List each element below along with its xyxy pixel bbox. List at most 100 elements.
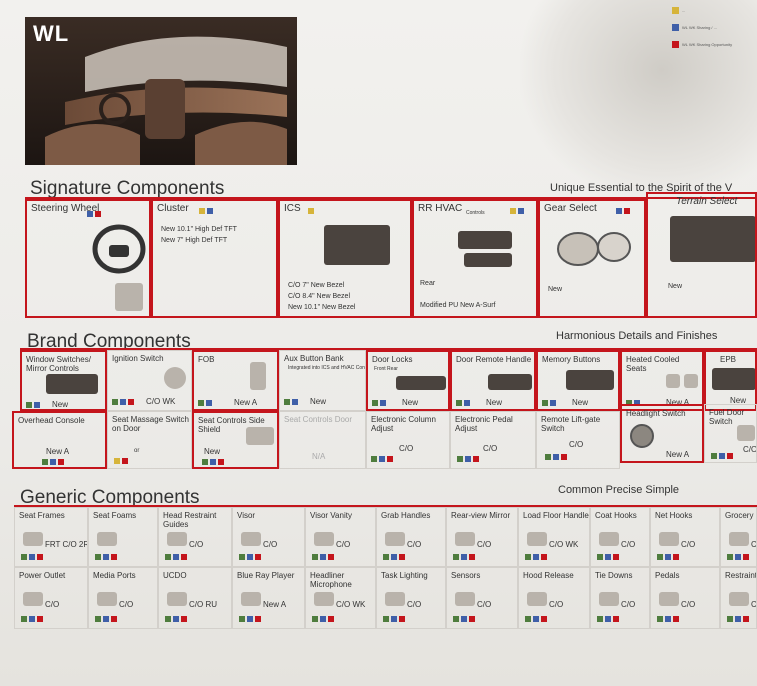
- legend-text: ...: [682, 8, 686, 13]
- cell-label: Load Floor Handle: [523, 511, 589, 520]
- brand-cell-fuel-door-switch: Fuel Door Switch C/O: [704, 404, 757, 463]
- cell-label: Memory Buttons: [542, 355, 601, 364]
- cell-label: Headliner Microphone: [310, 571, 352, 589]
- cell-status: New A: [666, 398, 690, 407]
- headlight-knob-icon: [630, 424, 654, 448]
- status-squares: [284, 399, 298, 405]
- cell-label: Grab Handles: [381, 511, 431, 520]
- cell-note: New: [548, 286, 563, 293]
- status-squares: [371, 456, 393, 462]
- status-squares: [165, 554, 187, 560]
- brand-cell-electronic-pedal-adjust: Electronic Pedal Adjust C/O: [450, 411, 536, 469]
- legend-swatch: [672, 24, 679, 31]
- ics-screen-thumbnail: [324, 225, 390, 265]
- cell-status: C/O: [189, 540, 204, 549]
- brand-cell-epb: EPB New: [704, 350, 757, 411]
- component-thumbnail: [566, 370, 614, 390]
- cell-status: New A: [234, 398, 258, 407]
- component-thumbnail: [385, 592, 405, 606]
- signature-cell-terrain-select: Terrain Select New: [646, 192, 757, 318]
- status-squares: [114, 458, 128, 464]
- component-thumbnail: [97, 592, 117, 606]
- cell-status: New: [310, 397, 327, 406]
- brand-tagline: Harmonious Details and Finishes: [556, 330, 718, 342]
- cell-label: Seat Massage Switch on Door: [112, 415, 189, 433]
- cell-status: New: [572, 398, 589, 407]
- cell-note: New: [668, 283, 683, 290]
- component-thumbnail: [455, 532, 475, 546]
- generic-tagline: Common Precise Simple: [558, 484, 680, 496]
- cell-label: Coat Hooks: [595, 511, 637, 520]
- status-squares: [456, 400, 470, 406]
- cell-label: Hood Release: [523, 571, 574, 580]
- cell-sublabel: Integrated into ICS and HVAC Control: [288, 365, 366, 371]
- cell-status: New: [204, 447, 221, 456]
- component-thumbnail: [23, 532, 43, 546]
- section-divider: [14, 505, 757, 507]
- component-thumbnail: [527, 592, 547, 606]
- hvac-panel-thumbnail: [464, 253, 512, 267]
- cell-label: Terrain Select: [676, 196, 738, 207]
- generic-cell: Seat Foams: [88, 507, 158, 567]
- component-thumbnail: [599, 532, 619, 546]
- legend-row: ...: [672, 4, 757, 17]
- component-thumbnail: [684, 374, 698, 388]
- cell-label: Headlight Switch: [626, 409, 686, 418]
- component-thumbnail: [167, 532, 187, 546]
- cell-note: Modified PU New A-Surf: [420, 302, 496, 309]
- cell-note: C/O 7" New Bezel: [288, 282, 345, 289]
- status-squares: [383, 616, 405, 622]
- component-thumbnail: [23, 592, 43, 606]
- cell-status: C/O: [751, 540, 757, 549]
- component-thumbnail: [314, 532, 334, 546]
- cell-label: Visor Vanity: [310, 511, 352, 520]
- signature-cell-ics: ICS C/O 7" New Bezel C/O 8.4" New Bezel …: [278, 199, 412, 318]
- cell-status: N/A: [312, 452, 326, 461]
- brand-cell-seat-massage-switch: Seat Massage Switch on Door or: [107, 411, 192, 469]
- status-squares: [453, 554, 475, 560]
- cell-status: C/O: [681, 540, 696, 549]
- component-thumbnail: [455, 592, 475, 606]
- cell-status: New: [402, 398, 419, 407]
- cell-status: C/O: [621, 540, 636, 549]
- cell-label: Door Remote Handle: [456, 355, 532, 364]
- cell-label: Head Restraint Guides: [163, 511, 217, 529]
- brand-cell-fob: FOB New A: [192, 350, 279, 411]
- component-thumbnail: [396, 376, 446, 390]
- cell-status: C/O: [549, 600, 564, 609]
- brand-cell-seat-controls-door: Seat Controls Door N/A: [279, 411, 366, 469]
- status-squares: [597, 616, 619, 622]
- component-thumbnail: [599, 592, 619, 606]
- component-thumbnail: [659, 592, 679, 606]
- cell-label: Overhead Console: [18, 416, 85, 425]
- cell-label: Seat Foams: [93, 511, 137, 520]
- cell-label: Steering Wheel: [31, 203, 100, 214]
- section-divider: [20, 348, 757, 350]
- status-squares: [525, 616, 547, 622]
- cell-label: Remote Lift-gate Switch: [541, 415, 601, 433]
- cell-label: Net Hooks: [655, 511, 693, 520]
- cell-status: C/O WK: [549, 540, 579, 549]
- cell-note: New 7" High Def TFT: [161, 237, 228, 244]
- status-squares: [95, 554, 117, 560]
- generic-section-title: Generic Components: [20, 487, 200, 508]
- cell-label: Seat Controls Side Shield: [198, 416, 265, 434]
- color-legend: ... WL WK Sharing / ... WL WK Sharing Op…: [672, 0, 757, 80]
- status-squares: [525, 554, 547, 560]
- component-thumbnail: [314, 592, 334, 606]
- cell-status: C/O WK: [336, 600, 366, 609]
- brand-section-title: Brand Components: [27, 331, 191, 352]
- cell-status: New: [52, 400, 69, 409]
- cell-status: FRT C/O 2RR C/O: [45, 540, 87, 549]
- cell-label: Ignition Switch: [112, 354, 164, 363]
- component-thumbnail: [527, 532, 547, 546]
- brand-cell-remote-liftgate-switch: Remote Lift-gate Switch C/O: [536, 411, 620, 469]
